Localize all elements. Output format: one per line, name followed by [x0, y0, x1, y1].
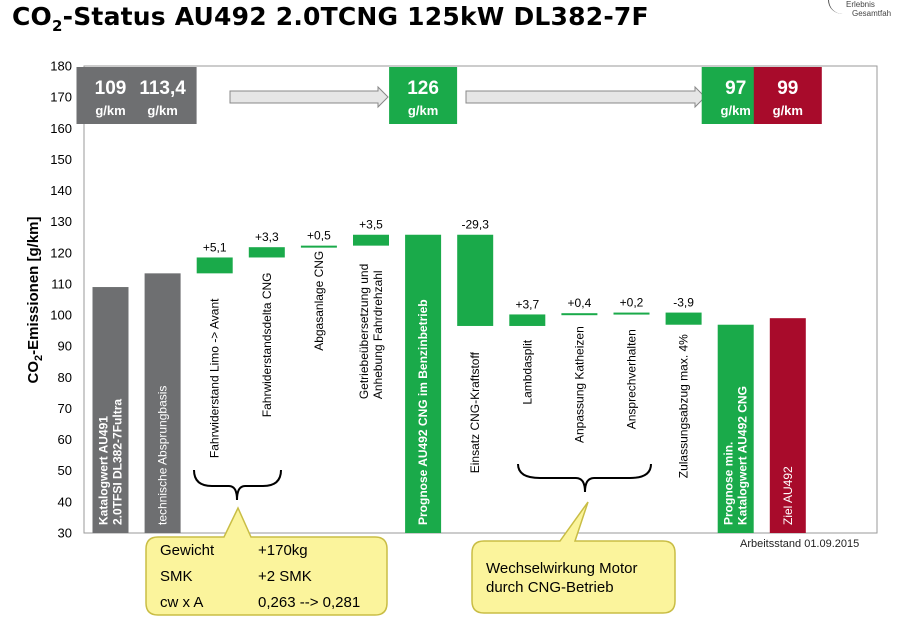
callout-smk-label: SMK — [160, 568, 193, 585]
summary-unit: g/km — [147, 103, 177, 118]
callout-smk-value: +2 SMK — [258, 568, 312, 585]
summary-value: 113,4 — [139, 78, 186, 99]
y-tick-label: 30 — [58, 526, 72, 541]
bars — [92, 234, 806, 533]
y-tick-label: 140 — [50, 183, 72, 198]
bar — [248, 247, 285, 258]
callout-shapes — [145, 501, 676, 616]
delta-label: +3,3 — [255, 230, 279, 244]
summary-unit: g/km — [721, 103, 751, 118]
y-tick-label: 160 — [50, 121, 72, 136]
y-tick-label: 70 — [58, 401, 72, 416]
bar-category-label: Fahrwiderstandsdelta CNG — [260, 272, 274, 417]
brace-left — [193, 469, 282, 501]
brace-right — [517, 463, 652, 493]
y-tick-label: 50 — [58, 463, 72, 478]
svg-text:CO2-Emissionen [g/km]: CO2-Emissionen [g/km] — [25, 217, 45, 384]
bar — [509, 314, 546, 326]
y-tick-label: 80 — [58, 370, 72, 385]
logo-line-1: Erlebnis — [846, 0, 875, 9]
delta-label: +5,1 — [203, 240, 227, 254]
bar — [353, 234, 389, 246]
delta-label: +3,7 — [515, 297, 539, 311]
flow-arrow — [229, 85, 389, 109]
bar-category-label: Lambdasplit — [520, 339, 534, 404]
callout-motor-line-2: durch CNG-Betrieb — [486, 579, 614, 596]
y-tick-label: 180 — [50, 59, 72, 74]
bar-category-label: Katalogwert AU4912.0TFSI DL382-7Fultra — [97, 399, 125, 525]
y-tick-label: 130 — [50, 214, 72, 229]
summary-boxes: 109 g/km 113,4 g/km 126 g/km 97 g/km 99 g/km — [76, 67, 822, 124]
summary-unit: g/km — [773, 103, 803, 118]
delta-label: -29,3 — [462, 218, 490, 232]
plot-frame — [83, 65, 878, 534]
callout-weight-label: Gewicht — [160, 542, 215, 559]
callout-weight-value: +170kg — [258, 542, 308, 559]
bar-category-label: Abgasanlage CNG — [312, 251, 326, 351]
bar-category-label: Getriebeübersetzung undAnhebung Fahrdreh… — [357, 264, 385, 399]
bar — [717, 324, 754, 533]
bar — [665, 312, 702, 325]
logo-line-2: Gesamtfah — [852, 9, 892, 18]
bar-category-label: technische Absprungbasis — [156, 386, 170, 525]
y-tick-label: 60 — [58, 432, 72, 447]
summary-value: 109 — [95, 78, 127, 99]
bar-category-label: Prognose AU492 CNG im Benzinbetrieb — [416, 299, 430, 525]
bar-category-label: Ziel AU492 — [781, 466, 795, 525]
y-tick-label: 120 — [50, 245, 72, 260]
bar — [457, 234, 494, 326]
delta-label: -3,9 — [673, 296, 694, 310]
braces — [193, 463, 652, 501]
y-tick-label: 90 — [58, 339, 72, 354]
bar-category-label: Ansprechverhalten — [625, 329, 639, 429]
summary-value: 99 — [777, 78, 798, 99]
y-tick-label: 100 — [50, 308, 72, 323]
bar — [196, 257, 233, 274]
delta-label: +0,4 — [568, 296, 592, 310]
callout-left-shape — [145, 506, 388, 616]
delta-label: +0,5 — [307, 229, 331, 243]
status-date: Arbeitsstand 01.09.2015 — [740, 538, 860, 550]
y-tick-label: 150 — [50, 152, 72, 167]
callout-motor-line-1: Wechselwirkung Motor — [486, 560, 638, 577]
bar-category-label: Zulassungsabzug max. 4% — [677, 334, 691, 478]
summary-unit: g/km — [408, 103, 438, 118]
bar — [769, 318, 806, 533]
delta-label: +3,5 — [359, 218, 383, 232]
bar — [613, 312, 650, 315]
brand-logo: Erlebnis Gesamtfah — [824, 0, 901, 24]
y-axis-label: CO2-Emissionen [g/km] — [25, 217, 45, 384]
summary-box — [753, 67, 822, 124]
flow-arrows — [229, 85, 706, 109]
summary-box — [128, 67, 197, 124]
callout-cwa-label: cw x A — [160, 594, 204, 611]
bar-category-label: Einsatz CNG-Kraftstoff — [468, 351, 482, 473]
page-title: CO2-Status AU492 2.0TCNG 125kW DL382-7F — [12, 2, 649, 35]
delta-label: +0,2 — [620, 296, 644, 310]
summary-value: 126 — [407, 78, 439, 99]
bar — [561, 313, 598, 316]
bar — [405, 234, 442, 533]
summary-unit: g/km — [95, 103, 125, 118]
y-axis: 30 40 50 60 70 80 90 100 110 120 130 140 150 160 170 18… — [50, 59, 72, 541]
summary-value: 97 — [725, 78, 746, 99]
bar-category-label: Fahrwiderstand Limo -> Avant — [208, 298, 222, 458]
callout-right-shape — [471, 501, 676, 614]
callout-cwa-value: 0,263 --> 0,281 — [258, 594, 361, 611]
bar-labels: Katalogwert AU4912.0TFSI DL382-7Fultra te… — [97, 251, 795, 525]
y-tick-label: 170 — [50, 90, 72, 105]
y-tick-label: 40 — [58, 494, 72, 509]
flow-arrow — [465, 85, 706, 109]
bar-category-label: Prognose min.Katalogwert AU492 CNG — [722, 386, 750, 525]
delta-labels: +5,1 +3,3 +0,5 +3,5 -29,3 +3,7 +0,4 +0,2 -3,9 — [203, 218, 694, 312]
bar — [144, 273, 181, 533]
bar — [92, 287, 129, 533]
bar-category-label: Anpassung Katheizen — [572, 326, 586, 443]
bar — [300, 245, 337, 248]
summary-box — [389, 67, 458, 124]
y-tick-label: 110 — [51, 276, 72, 291]
